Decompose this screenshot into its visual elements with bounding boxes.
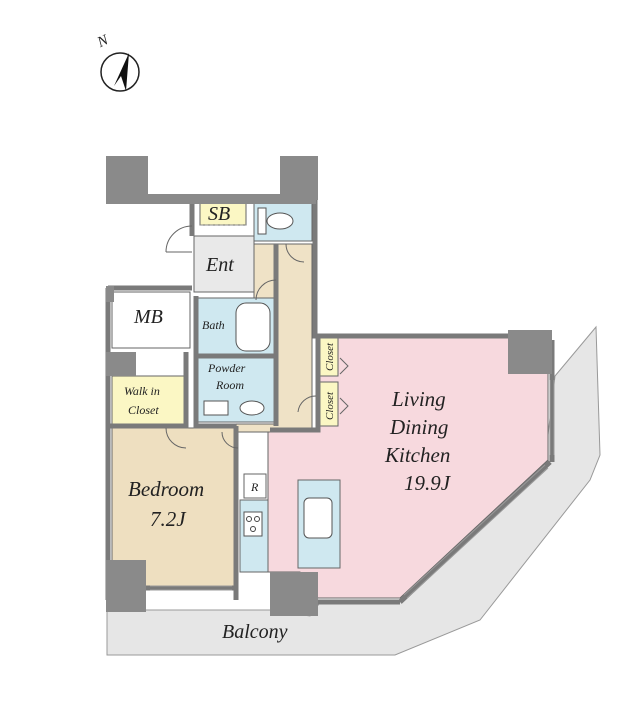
toilet-icon	[266, 212, 294, 230]
windows	[150, 380, 555, 599]
north-label: N	[94, 32, 112, 52]
walk-in-label-1: Walk in	[124, 384, 160, 398]
bedroom-room	[111, 427, 237, 587]
ldk-label-3: Kitchen	[384, 443, 450, 467]
mb-storage	[111, 291, 191, 349]
balcony-label: Balcony	[222, 621, 288, 643]
stove-icon	[243, 511, 263, 537]
bedroom-label: Bedroom	[128, 477, 204, 501]
bedroom-area-label: 7.2J	[150, 507, 187, 531]
closet-2-label: Closet	[324, 391, 336, 420]
walk-in-label-2: Closet	[128, 403, 159, 417]
doors	[165, 225, 349, 449]
refrigerator-label: R	[250, 480, 259, 494]
ldk-label-1: Living	[391, 387, 446, 411]
bath-label: Bath	[202, 318, 225, 332]
north-arrow-icon: N	[94, 32, 140, 92]
powder-label-1: Powder	[207, 361, 246, 375]
walls	[105, 200, 555, 605]
pillars	[106, 156, 552, 616]
bathtub-icon	[235, 302, 271, 352]
ldk-area-label: 19.9J	[404, 471, 452, 495]
closet-1-label: Closet	[324, 342, 336, 371]
entrance-area	[193, 235, 255, 293]
refrigerator-space	[243, 473, 267, 499]
kitchen-sink-icon	[303, 497, 333, 539]
powder-label-2: Room	[215, 378, 244, 392]
sink-icon	[239, 400, 265, 416]
sb-label: SB	[208, 203, 230, 225]
mb-label: MB	[133, 306, 163, 328]
ent-label: Ent	[205, 254, 234, 276]
ldk-label-2: Dining	[389, 415, 448, 439]
walk-in-closet	[111, 375, 185, 425]
